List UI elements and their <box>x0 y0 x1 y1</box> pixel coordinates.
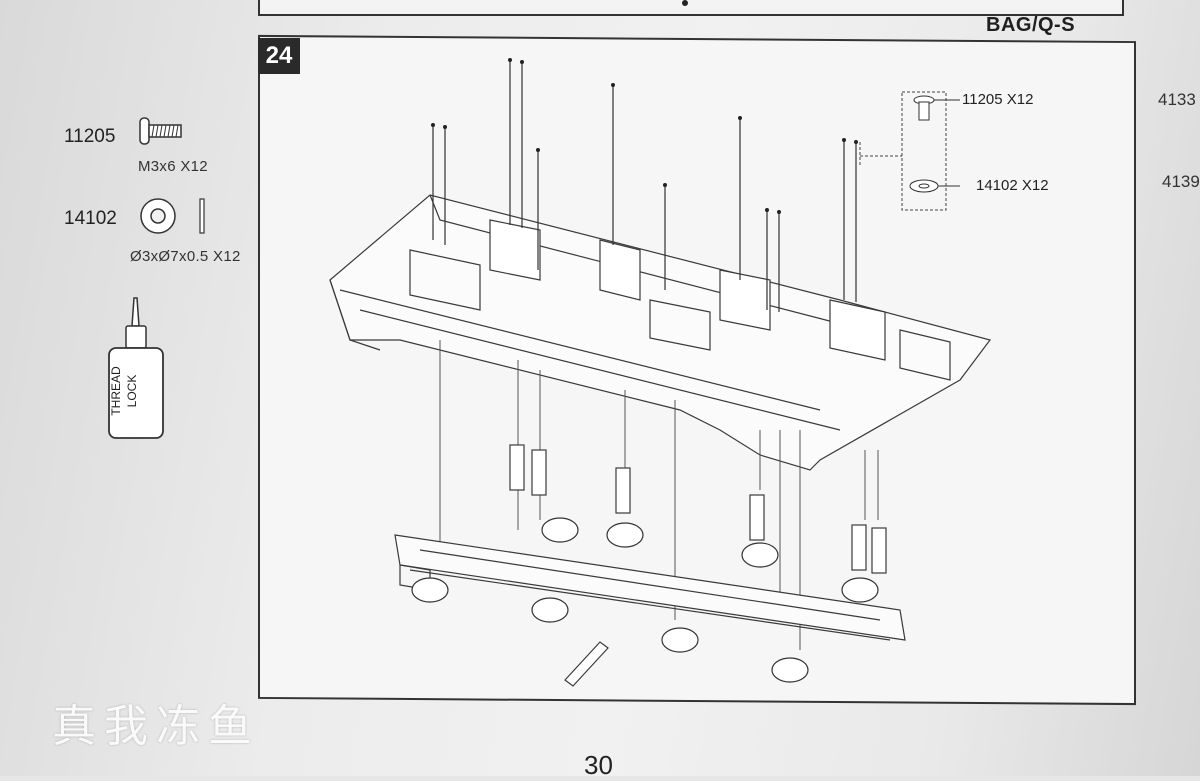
part-desc-screw: M3x6 X12 <box>138 158 208 175</box>
washer-icon <box>140 198 205 234</box>
threadlock-label: THREAD LOCK <box>108 366 166 416</box>
part-desc-washer: Ø3xØ7x0.5 X12 <box>130 248 241 265</box>
callout-washer-label: 14102 X12 <box>976 177 1049 194</box>
step-number: 24 <box>258 38 300 74</box>
right-edge-number-1: 4133 <box>1158 90 1196 109</box>
bag-label: BAG/Q-S <box>986 14 1076 36</box>
page-number: 30 <box>584 750 613 780</box>
threadlock-label-line-1: THREAD <box>109 366 123 416</box>
previous-step-frame <box>258 0 1124 16</box>
part-number-washer: 14102 <box>64 208 117 229</box>
screw-icon <box>139 117 182 145</box>
threadlock-tube <box>564 641 609 687</box>
right-edge-number-2: 4139 <box>1162 172 1200 191</box>
threadlock-label-line-2: LOCK <box>125 374 139 408</box>
parts-callout-box <box>859 91 960 211</box>
threadlock-bottle-icon <box>108 297 164 439</box>
assembly-drawing <box>329 58 992 687</box>
part-number-screw: 11205 <box>64 126 116 147</box>
hull-outline <box>329 194 992 471</box>
previous-step-dot <box>682 0 688 6</box>
chassis-frame <box>394 534 906 641</box>
watermark: 真我冻鱼 <box>52 701 260 752</box>
callout-screw-label: 11205 X12 <box>962 91 1034 108</box>
